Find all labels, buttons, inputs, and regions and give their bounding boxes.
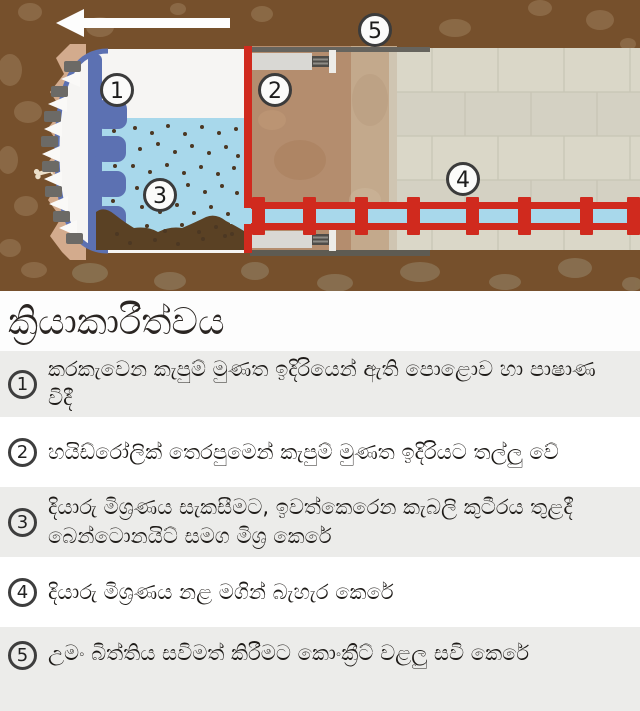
slurry-pipe [230,197,640,235]
step-number-badge: 2 [8,437,37,467]
step-text: හයිඩ්රෝලික් තෙරපුමෙන් කැපුම් මුණත ඉදිරිය… [48,439,559,464]
svg-text:5: 5 [368,19,382,44]
step-row-5: 5 උමං බිත්තිය සවිමත් කිරීමට කොංක්‍රීට් ව… [0,627,640,711]
cutter-points [42,71,80,236]
step-text: දියාරු මිශ්‍රණය සැකසීමට, ඉවත්කෙරෙන කැබලි… [48,495,573,549]
hydraulic-jack-top [252,50,336,73]
cuttings-dots [111,124,240,246]
operation-section: ක්‍රියාකාරීත්වය 1 කරකැවෙන කැපුම් මුණත ඉද… [0,291,640,711]
tbm-diagram: 1 2 3 4 5 [0,0,640,291]
label-marker-2: 2 [258,73,292,107]
svg-text:2: 2 [268,79,282,104]
step-text: දියාරු මිශ්‍රණය නළ මගින් බැහැර කෙරේ [48,579,394,604]
step-row-3: 3 දියාරු මිශ්‍රණය සැකසීමට, ඉවත්කෙරෙන කැබ… [0,487,640,558]
step-number-badge: 5 [8,641,37,671]
label-marker-4: 4 [446,162,480,196]
steps-list: 1 කරකැවෙන කැපුම් මුණත ඉදිරියෙන් ඇති පොළො… [0,351,640,711]
step-row-1: 1 කරකැවෙන කැපුම් මුණත ඉදිරියෙන් ඇති පොළො… [0,351,640,418]
muck-pile [96,209,244,250]
hydraulic-jack-bottom [252,228,336,251]
step-number-badge: 1 [8,369,37,399]
step-row-4: 4 දියාරු මිශ්‍රණය නළ මගින් බැහැර කෙරේ [0,557,640,628]
step-number-badge: 3 [8,507,37,537]
label-marker-1: 1 [100,73,134,107]
label-markers: 1 2 3 4 5 [100,13,480,212]
cutter-teeth [41,61,83,244]
svg-text:4: 4 [456,168,470,193]
direction-arrow-icon [56,9,230,37]
section-title: ක්‍රියාකාරීත්වය [8,300,225,343]
slurry-chamber [88,54,244,250]
svg-text:1: 1 [110,79,124,104]
svg-text:3: 3 [153,184,167,209]
pressure-bulkhead [244,46,252,253]
shield-tail-edge [250,47,430,256]
pipe-flanges [252,197,640,235]
step-row-2: 2 හයිඩ්රෝලික් තෙරපුමෙන් කැපුම් මුණත ඉදිර… [0,417,640,488]
label-marker-5: 5 [358,13,392,47]
step-text: කරකැවෙන කැපුම් මුණත ඉදිරියෙන් ඇති පොළොව … [48,357,596,411]
step-text: උමං බිත්තිය සවිමත් කිරීමට කොංක්‍රීට් වළල… [48,641,530,666]
label-marker-3: 3 [143,178,177,212]
step-number-badge: 4 [8,577,37,607]
